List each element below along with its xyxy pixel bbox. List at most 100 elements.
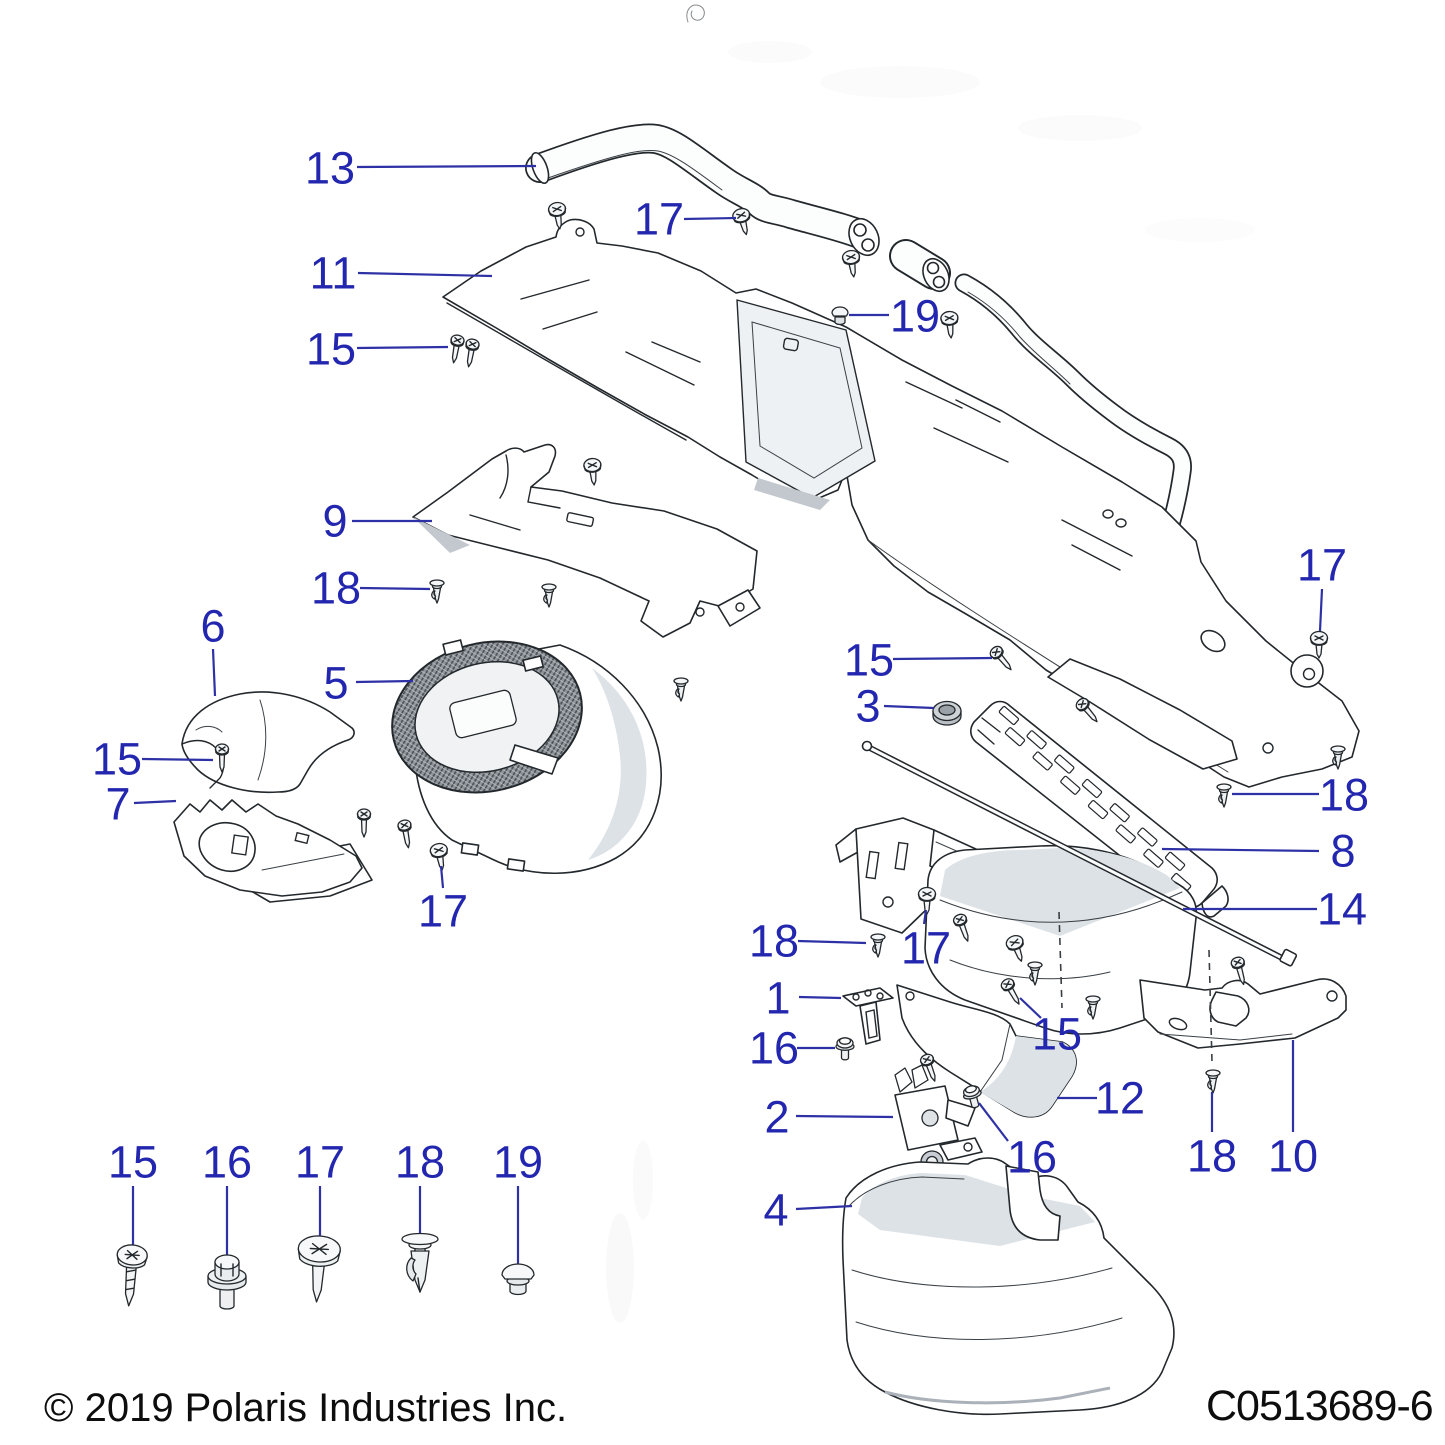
leader-line — [795, 1114, 894, 1119]
alignment-dash-line — [1208, 949, 1213, 1063]
callout-15: 15 — [306, 324, 356, 375]
callout-19: 19 — [890, 291, 940, 342]
leader-line — [978, 1102, 1009, 1142]
part-13-trim-tube — [525, 123, 1192, 551]
pan-screw-icon — [939, 310, 961, 340]
leader-line — [355, 679, 414, 684]
callout-11: 11 — [310, 248, 357, 299]
callout-18: 18 — [749, 916, 799, 967]
callout-18: 18 — [1187, 1131, 1237, 1182]
torx-screw-icon — [113, 1243, 149, 1308]
callout-8: 8 — [1330, 826, 1355, 877]
scan-artifacts — [686, 4, 705, 23]
push-rivet-icon — [401, 1232, 439, 1293]
leader-line — [795, 1204, 853, 1211]
callout-4: 4 — [763, 1185, 788, 1236]
part-5-gauge-pod-bezel — [391, 639, 662, 875]
legend-label-15: 15 — [108, 1137, 158, 1188]
push-clip-icon — [1205, 1069, 1221, 1094]
callout-12: 12 — [1095, 1073, 1145, 1124]
leader-line — [359, 586, 431, 591]
grille-slot — [1115, 824, 1136, 844]
hex-screw-icon — [835, 1037, 855, 1061]
leader-line — [1161, 847, 1320, 853]
part-11-dash-main-panel — [442, 218, 1360, 788]
callout-1: 1 — [765, 973, 790, 1024]
callout-15: 15 — [1032, 1009, 1082, 1060]
callout-2: 2 — [764, 1092, 789, 1143]
leader-line — [1318, 588, 1324, 632]
small-screw-icon — [987, 643, 1017, 675]
push-clip-icon — [870, 933, 886, 958]
grille-slot — [1032, 751, 1053, 771]
plug-icon — [831, 306, 849, 326]
callout-17: 17 — [634, 194, 684, 245]
callout-18: 18 — [1319, 770, 1369, 821]
grille-slot — [1109, 803, 1130, 823]
part-4-storage-bin — [841, 1157, 1175, 1416]
copyright-notice: © 2019 Polaris Industries Inc. — [44, 1386, 568, 1430]
grille-slot — [1004, 727, 1026, 747]
callout-17: 17 — [901, 923, 951, 974]
push-clip-icon — [541, 583, 557, 608]
leader-line — [1019, 997, 1042, 1019]
pan-head-screw-icon — [294, 1234, 342, 1304]
leader-line — [356, 164, 537, 169]
part-8-vent-grille — [970, 700, 1229, 918]
grille-slot — [1060, 775, 1081, 795]
push-clip-icon — [673, 677, 689, 702]
small-screw-icon — [396, 818, 416, 850]
callout-13: 13 — [305, 143, 355, 194]
callout-15: 15 — [92, 734, 142, 785]
leader-line — [798, 995, 842, 1000]
pan-screw-icon — [428, 841, 452, 872]
part-14-support-rod — [861, 740, 1298, 967]
grille-slot — [1164, 851, 1186, 871]
grille-slot — [1026, 730, 1047, 750]
callout-3: 3 — [855, 681, 880, 732]
grille-slot — [1081, 778, 1103, 798]
drawing-code: C0513689-6 — [1206, 1382, 1434, 1430]
grille-slot — [1143, 848, 1164, 868]
callout-15: 15 — [844, 635, 894, 686]
callout-5: 5 — [323, 658, 348, 709]
grommet-icon — [932, 700, 962, 726]
grille-slot — [1137, 827, 1158, 847]
fastener-legend: 15 16 17 18 19 — [108, 1137, 543, 1310]
leader-line — [133, 799, 177, 805]
part-1-mounting-bracket — [842, 987, 894, 1045]
leader-line — [356, 345, 449, 350]
leader-line — [141, 757, 214, 762]
legend-label-18: 18 — [395, 1137, 445, 1188]
grille-slot — [1087, 800, 1109, 820]
leader-line — [883, 704, 935, 710]
push-clip-icon — [429, 579, 445, 604]
callout-10: 10 — [1268, 1131, 1318, 1182]
callout-9: 9 — [322, 496, 347, 547]
callout-16: 16 — [1007, 1132, 1057, 1183]
alignment-dash-line — [1058, 911, 1063, 1009]
leader-line — [211, 648, 217, 697]
legend-label-16: 16 — [202, 1137, 252, 1188]
leader-line — [357, 271, 493, 278]
leader-line — [439, 865, 445, 889]
part-10-lower-closeoff-panel — [1139, 978, 1347, 1049]
push-clip-icon — [1216, 783, 1232, 808]
button-plug-icon — [501, 1263, 535, 1296]
callout-16: 16 — [749, 1023, 799, 1074]
small-screw-icon — [446, 333, 466, 365]
callout-14: 14 — [1317, 884, 1367, 935]
small-screw-icon — [461, 337, 481, 369]
legend-label-17: 17 — [295, 1137, 345, 1188]
pan-screw-icon — [1309, 630, 1329, 659]
leader-line — [892, 656, 993, 661]
legend-label-19: 19 — [493, 1137, 543, 1188]
leader-line — [683, 216, 737, 221]
callout-6: 6 — [200, 601, 225, 652]
callout-17: 17 — [418, 886, 468, 937]
small-screw-icon — [356, 808, 372, 838]
callout-17: 17 — [1297, 540, 1347, 591]
